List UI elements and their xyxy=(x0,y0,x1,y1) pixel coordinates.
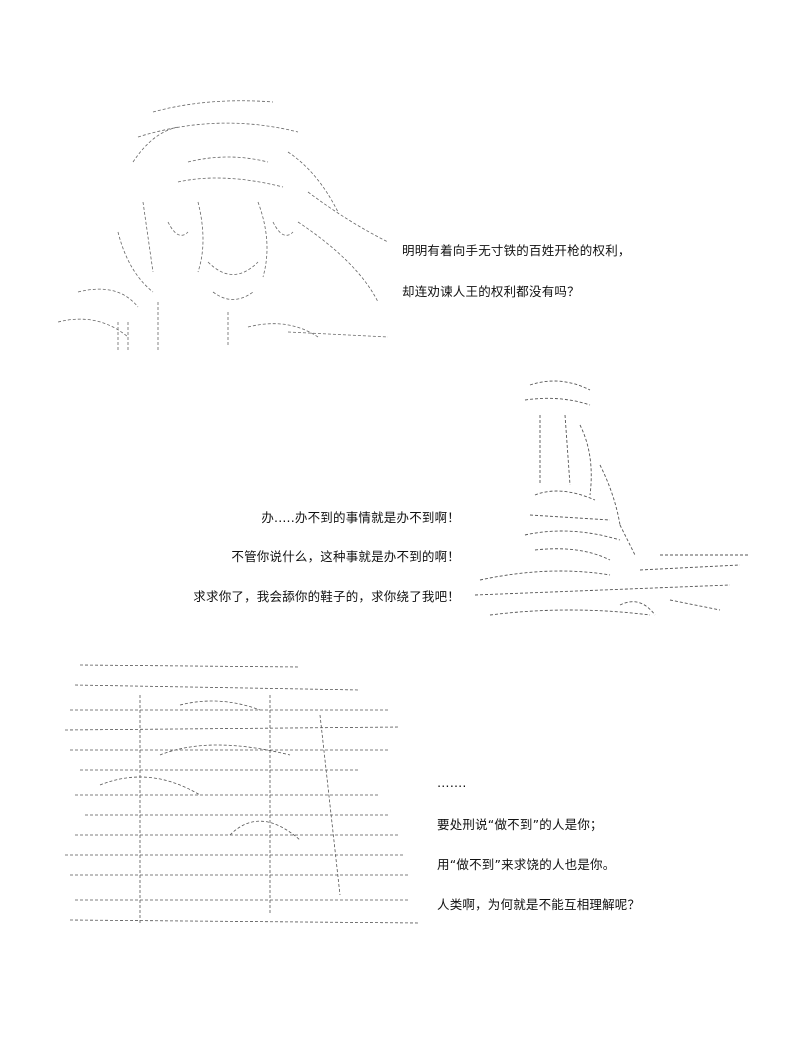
ascii-art-man-face xyxy=(58,92,393,354)
dialogue-line: 要处刑说“做不到”的人是你； xyxy=(437,817,603,832)
dialogue-line: 用“做不到”来求饶的人也是你。 xyxy=(437,857,616,872)
dialogue-line: ……. xyxy=(437,775,467,790)
dialogue-line: 人类啊，为何就是不能互相理解呢？ xyxy=(437,897,641,912)
dialogue-line: 不管你说什么，这种事就是办不到的啊！ xyxy=(231,549,460,564)
ascii-art-kneeling-figure xyxy=(470,375,750,625)
dialogue-line: 求求你了，我会舔你的鞋子的，求你绕了我吧！ xyxy=(193,589,460,604)
dialogue-line: 却连劝谏人王的权利都没有吗？ xyxy=(402,284,580,299)
dialogue-line: 办.....办不到的事情就是办不到啊！ xyxy=(261,510,460,525)
dialogue-line: 明明有着向手无寸铁的百姓开枪的权利， xyxy=(402,243,631,258)
ascii-art-crowd-scene xyxy=(60,655,420,930)
